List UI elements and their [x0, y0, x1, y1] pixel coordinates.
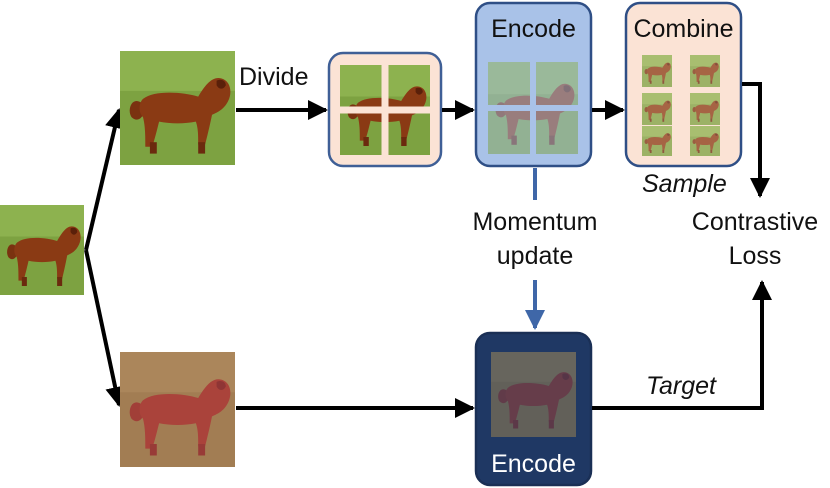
encoder-bottom-box: [474, 331, 593, 487]
label-contrastive-2: Loss: [728, 242, 782, 270]
label-encode-top: Encode: [491, 15, 576, 43]
label-divide: Divide: [239, 63, 309, 91]
label-momentum-1: Momentum: [472, 208, 598, 236]
arrow-target-to-loss: [592, 280, 772, 410]
split-arrows: [84, 108, 126, 407]
label-contrastive-1: Contrastive: [691, 208, 819, 236]
arrow-combine-to-loss: [742, 82, 770, 198]
label-encode-bottom: Encode: [491, 450, 576, 478]
label-sample: Sample: [642, 170, 727, 198]
label-combine: Combine: [633, 15, 734, 43]
label-momentum-2: update: [496, 242, 574, 270]
label-target: Target: [646, 372, 716, 400]
combine-box: [624, 1, 743, 168]
encoder-top-box: [474, 1, 593, 168]
dog-image-view2: [120, 352, 235, 467]
divide-box: [327, 51, 443, 168]
dog-image-original: [0, 205, 84, 295]
dog-image-view1: [120, 51, 235, 165]
